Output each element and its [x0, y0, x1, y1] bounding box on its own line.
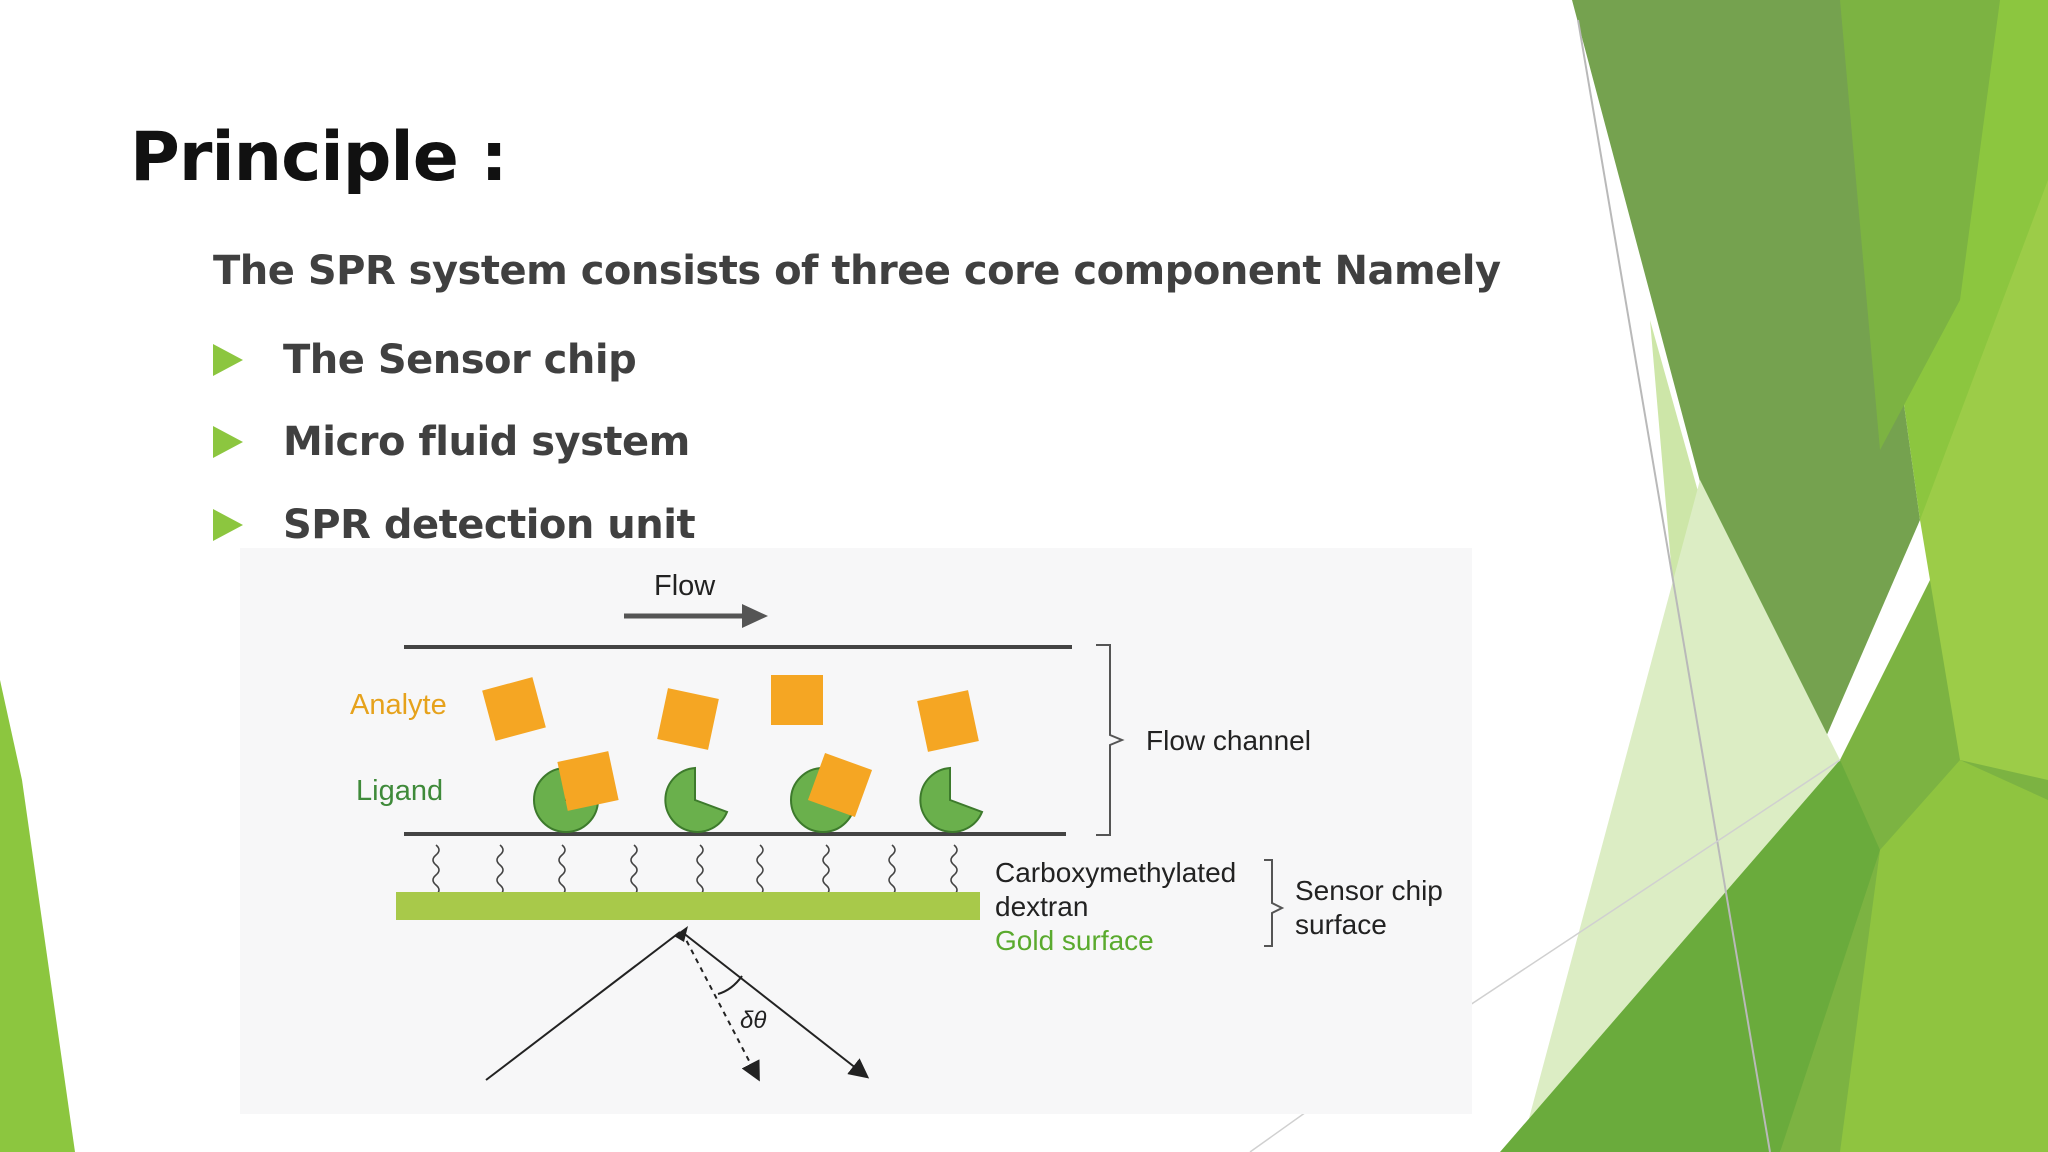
bullet-label: Micro fluid system	[283, 419, 690, 465]
angle-arc	[717, 975, 743, 995]
dextran-label-line2: dextran	[995, 891, 1088, 922]
incident-ray	[485, 931, 681, 1081]
ligand-shape	[790, 766, 857, 833]
right-facet-1	[1572, 0, 1920, 820]
ligand-label: Ligand	[356, 775, 443, 807]
left-edge-shape	[0, 680, 75, 1152]
bullet-item-micro-fluid: Micro fluid system	[213, 414, 690, 470]
right-facet-9	[1840, 760, 2048, 1152]
ligand-shape	[533, 766, 600, 833]
bullet-item-spr-detection: SPR detection unit	[213, 497, 696, 553]
analyte-square	[771, 675, 823, 725]
flow-arrow-head	[742, 604, 768, 628]
shifted-ray	[681, 931, 760, 1082]
ligand-shape	[664, 766, 729, 833]
right-facet-8	[1500, 760, 1880, 1152]
deco-line-1	[1577, 19, 1771, 1152]
sensor-surface-bracket	[1264, 859, 1285, 947]
triangle-bullet-icon	[213, 344, 243, 376]
sensor-surface-label-line2: surface	[1295, 909, 1387, 940]
analyte-square	[657, 688, 719, 750]
dextran-label-line1: Carboxymethylated	[995, 857, 1236, 888]
bound-analyte-square	[807, 752, 873, 818]
intro-text: The SPR system consists of three core co…	[213, 248, 1501, 294]
triangle-bullet-icon	[213, 509, 243, 541]
analyte-square	[482, 677, 546, 741]
bound-analyte-square	[557, 751, 619, 811]
flow-channel-bracket	[1096, 644, 1125, 836]
deco-line-2	[1469, 759, 1841, 1006]
bullet-item-sensor-chip: The Sensor chip	[213, 332, 637, 388]
gold-surface-bar	[396, 892, 980, 920]
bullet-label: SPR detection unit	[283, 502, 696, 548]
right-facet-5	[1520, 480, 1840, 1152]
bullet-label: The Sensor chip	[283, 337, 637, 383]
angle-label: δθ	[740, 1007, 766, 1034]
diagram-background	[240, 548, 1472, 1114]
ray-apex-head	[674, 926, 688, 942]
right-facet-3	[1840, 0, 2000, 450]
ligand-shape	[919, 766, 984, 833]
gold-surface-label: Gold surface	[995, 925, 1154, 956]
triangle-bullet-icon	[213, 426, 243, 458]
reflected-ray	[681, 931, 870, 1079]
flow-label: Flow	[654, 570, 716, 602]
slide-title: Principle :	[130, 118, 508, 197]
analyte-square	[917, 690, 979, 752]
analyte-label: Analyte	[350, 689, 447, 721]
right-facet-7	[1920, 180, 2048, 780]
sensor-surface-label-line1: Sensor chip	[1295, 875, 1443, 906]
flow-channel-label: Flow channel	[1146, 725, 1311, 756]
